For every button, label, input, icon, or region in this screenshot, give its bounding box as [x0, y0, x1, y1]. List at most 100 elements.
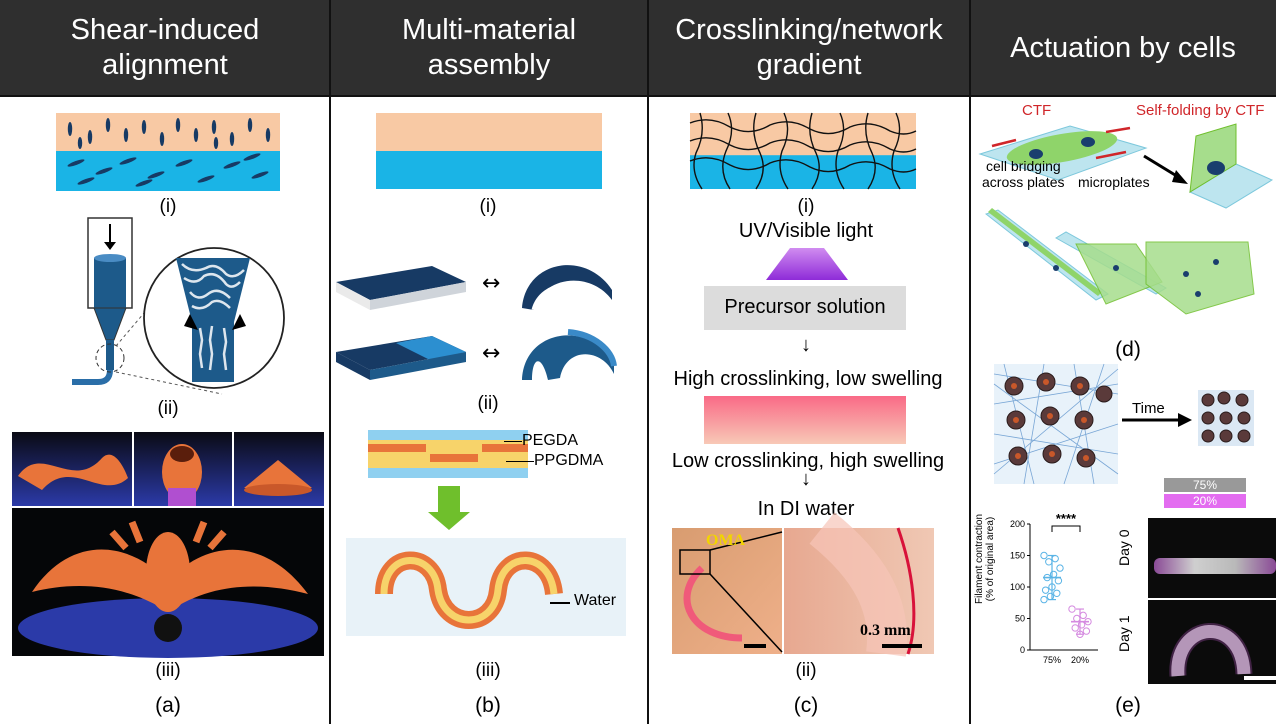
- subpanel-label: (i): [159, 196, 177, 217]
- chart-point: [1056, 564, 1064, 572]
- filament-curved: [1169, 623, 1276, 680]
- micrograph-day0: [1148, 518, 1276, 598]
- network-gradient-diagram: [689, 112, 917, 190]
- label-time: Time: [1132, 400, 1165, 417]
- chart-y-tick-label: 100: [1010, 582, 1025, 592]
- divider: [329, 0, 331, 724]
- header-actuation: Actuation by cells: [970, 0, 1276, 96]
- legend-20: 20%: [1164, 494, 1246, 508]
- precursor-box: [704, 286, 906, 330]
- cell-folding-diagram: [978, 123, 1274, 315]
- label-precursor: Precursor solution: [724, 296, 886, 318]
- printed-shapes-render: [12, 432, 324, 658]
- header-line: assembly: [427, 49, 551, 81]
- scale-bar-label: 0.3 mm: [860, 622, 911, 639]
- svg-text:↔: ↔: [482, 341, 500, 366]
- chart-point: [1040, 595, 1048, 604]
- subpanel-label: (i): [797, 196, 815, 217]
- label-day1: Day 1: [1116, 615, 1132, 652]
- down-arrow-icon: ↓: [801, 468, 811, 490]
- chart-point: [1068, 605, 1076, 613]
- panel-label: (a): [155, 694, 181, 717]
- chart-axes: 0 50 100 150 200 75% 20%: [1010, 519, 1098, 665]
- chart-point: [1040, 551, 1048, 560]
- aligned-fibers-diagram: [56, 113, 280, 191]
- chart-marks: ****: [1040, 511, 1092, 638]
- micrograph-day1: [1148, 600, 1276, 684]
- bottom-layer: [376, 151, 602, 189]
- header-divider: [0, 95, 1276, 97]
- chart-y-tick-label: 50: [1015, 614, 1025, 624]
- label-pegda: PEGDA: [522, 432, 579, 449]
- label-across-plates: across plates: [982, 174, 1065, 190]
- filament: [1154, 558, 1276, 574]
- chart-ylabel: Filament contraction (% of original area…: [974, 514, 996, 604]
- gradient-hydrogel: [704, 396, 906, 444]
- label-low-crosslink: Low crosslinking, high swelling: [671, 450, 945, 472]
- chart-x-tick-label: 75%: [1043, 655, 1061, 665]
- chart-ylabel-line: (% of original area): [985, 516, 996, 602]
- header-line: alignment: [102, 49, 228, 81]
- leader-line: [504, 441, 522, 442]
- panel-label: (c): [793, 694, 819, 717]
- chart-point: [1051, 554, 1059, 563]
- leader-line: [506, 461, 534, 462]
- label-cell-bridging: cell bridging: [986, 158, 1061, 174]
- svg-text:↔: ↔: [482, 271, 500, 296]
- chart-significance-bracket: [1051, 525, 1081, 532]
- chart-point: [1077, 621, 1086, 629]
- chart-point: [1082, 627, 1091, 635]
- chart-point: [1046, 592, 1055, 601]
- header-line: Multi-material: [401, 14, 577, 46]
- subpanel-label: (ii): [157, 398, 179, 419]
- subpanel-label: (i): [479, 196, 497, 217]
- light-beam-icon: [766, 248, 848, 280]
- label-di-water: In DI water: [757, 498, 855, 520]
- label-oma: OMA: [706, 532, 746, 549]
- label-self-folding: Self-folding by CTF: [1136, 102, 1265, 119]
- chart-point: [1045, 558, 1053, 566]
- chart-point: [1071, 624, 1079, 632]
- chart-y-tick-label: 200: [1010, 519, 1025, 529]
- chart-y-tick-label: 0: [1020, 645, 1025, 655]
- chart-point: [1049, 570, 1058, 579]
- chart-x-tick-label: 20%: [1071, 655, 1089, 665]
- chart-point: [1073, 614, 1081, 623]
- label-water: Water: [574, 592, 617, 609]
- label-high-crosslink: High crosslinking, low swelling: [673, 368, 943, 390]
- header-text: Actuation by cells: [1010, 31, 1236, 66]
- divider: [969, 0, 971, 724]
- leader-line: [550, 602, 570, 604]
- top-layer: [376, 113, 602, 151]
- chart-ylabel-line: Filament contraction: [974, 513, 985, 604]
- subpanel-label: (iii): [475, 660, 501, 681]
- bilayer-bending-diagram: ↔ ↔: [336, 265, 617, 380]
- label-ctf: CTF: [1022, 102, 1052, 119]
- label-light: UV/Visible light: [738, 220, 874, 242]
- label-microplates: microplates: [1078, 174, 1150, 190]
- chart-point: [1053, 589, 1061, 598]
- header-line: Crosslinking/network: [675, 14, 943, 46]
- chart-y-tick-label: 150: [1010, 551, 1025, 561]
- trilayer-diagram: [346, 430, 626, 636]
- label-day0: Day 0: [1116, 529, 1132, 566]
- legend-75: 75%: [1164, 478, 1246, 492]
- divider: [647, 0, 649, 724]
- label-ppgdma: PPGDMA: [534, 452, 604, 469]
- subpanel-label: (ii): [477, 393, 499, 414]
- chart-point: [1041, 586, 1050, 594]
- header-line: Shear-induced: [70, 14, 260, 46]
- micrograph-oma: [672, 512, 934, 657]
- extrusion-nozzle-diagram: [72, 217, 285, 395]
- panel-label: (b): [475, 694, 501, 717]
- network-contraction-diagram: [993, 363, 1254, 485]
- subpanel-label: (iii): [155, 660, 181, 681]
- contraction-chart: 0 50 100 150 200 75% 20% ****: [1010, 511, 1098, 665]
- panel-label: (e): [1115, 694, 1141, 717]
